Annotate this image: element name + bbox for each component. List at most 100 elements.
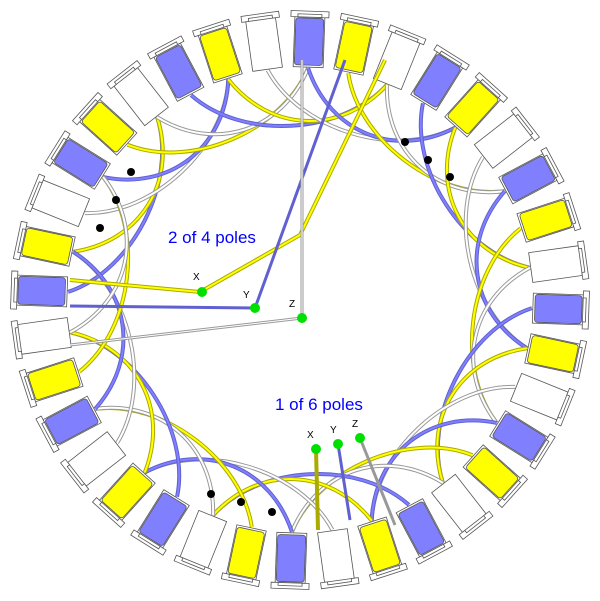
phase-leads (69, 59, 454, 531)
lead-x-4pole-core (69, 59, 386, 294)
slot-yellow (71, 91, 138, 156)
slot-white (240, 10, 283, 72)
slot-yellow (91, 462, 156, 529)
coil-side-yellow (466, 447, 519, 499)
slot-blue (130, 489, 190, 556)
coil-side-yellow (359, 519, 401, 573)
slot-blue (498, 147, 565, 205)
slot-yellow (516, 192, 582, 243)
slot-white (372, 24, 427, 91)
coil-side-blue (534, 293, 583, 325)
coil-side-yellow (519, 199, 573, 241)
lead-x-6pole (314, 448, 320, 531)
coil-side-yellow (447, 81, 499, 134)
slot-blue (489, 410, 556, 470)
slot-white (24, 173, 91, 228)
slot-white (10, 317, 72, 360)
label-z-6pole: Z (352, 419, 358, 430)
slot-white (509, 372, 576, 427)
coil-yellow-core (212, 478, 373, 522)
terminal-y-6pole (333, 439, 343, 449)
junction-dot (207, 490, 215, 498)
slot-yellow (333, 12, 380, 76)
title-6pole: 1 of 6 poles (275, 395, 363, 414)
coil-yellow-core (446, 127, 530, 269)
slot-yellow (18, 357, 84, 408)
coil-side-blue (45, 398, 99, 445)
coil-side-blue (293, 17, 325, 66)
slot-white (173, 509, 228, 576)
coil-white-core (290, 464, 444, 533)
slot-blue (10, 270, 69, 310)
junction-dots (96, 138, 454, 516)
terminal-x-6pole (311, 444, 321, 454)
junction-dot (424, 156, 432, 164)
coil-side-blue (275, 534, 307, 583)
slot-blue (35, 395, 102, 453)
coil-side-blue (54, 139, 108, 187)
coil-blue-core (72, 250, 125, 410)
lead-y-4pole (69, 59, 347, 310)
slot-blue (270, 531, 310, 590)
junction-dot (112, 196, 120, 204)
junction-dot (268, 508, 276, 516)
slot-blue (147, 35, 205, 102)
terminal-z-6pole (355, 433, 365, 443)
title-4pole: 2 of 4 poles (168, 228, 256, 247)
coil-side-blue (398, 501, 445, 555)
slot-blue (290, 10, 330, 69)
coil-white-core (385, 84, 505, 194)
coil-white-core (472, 266, 531, 424)
terminals (197, 287, 365, 454)
windings (67, 67, 533, 533)
coil-side-yellow (81, 101, 134, 153)
label-z-4pole: Z (289, 299, 295, 310)
slot-white (317, 528, 360, 590)
coil-blue-core (370, 419, 497, 521)
slot-blue (410, 44, 470, 111)
label-x-6pole: X (307, 430, 314, 441)
terminal-x-4pole (197, 287, 207, 297)
coil-side-yellow (335, 21, 373, 73)
junction-dot (446, 173, 454, 181)
coil-side-blue (139, 492, 187, 546)
junction-dot (401, 138, 409, 146)
coil-side-blue (413, 54, 461, 108)
slot-blue (531, 290, 590, 330)
coil-white-core (156, 67, 310, 136)
slot-yellow (220, 524, 267, 588)
coil-side-yellow (199, 27, 241, 81)
slot-yellow (462, 444, 529, 509)
junction-dot (96, 224, 104, 232)
terminal-y-4pole (250, 303, 260, 313)
label-y-6pole: Y (330, 425, 337, 436)
junction-dot (127, 168, 135, 176)
coil-side-yellow (21, 227, 73, 265)
slot-yellow (444, 71, 509, 138)
coil-side-blue (501, 155, 555, 202)
coil-side-blue (17, 275, 66, 307)
junction-dot (237, 498, 245, 506)
coil-yellow-core (227, 78, 388, 122)
slot-yellow (357, 516, 408, 582)
lead-z-6pole (358, 437, 397, 526)
slot-yellow (524, 333, 588, 380)
coil-side-blue (155, 45, 202, 99)
stator-slots (10, 10, 590, 590)
coil-blue-core (307, 67, 456, 142)
coil-blue-core (475, 190, 528, 350)
slot-white (473, 106, 540, 169)
label-y-4pole: Y (243, 290, 250, 301)
coil-yellow-core (72, 116, 164, 253)
slot-blue (44, 130, 111, 190)
coil-yellow-core (70, 331, 154, 473)
lead-y-6pole (336, 443, 352, 521)
slot-white (528, 240, 590, 283)
slot-yellow (12, 220, 76, 267)
coil-side-yellow (27, 359, 81, 401)
slot-yellow (192, 18, 243, 84)
label-x-4pole: X (193, 272, 200, 283)
coil-side-yellow (101, 466, 153, 519)
terminal-z-4pole (297, 313, 307, 323)
slot-blue (395, 498, 453, 565)
